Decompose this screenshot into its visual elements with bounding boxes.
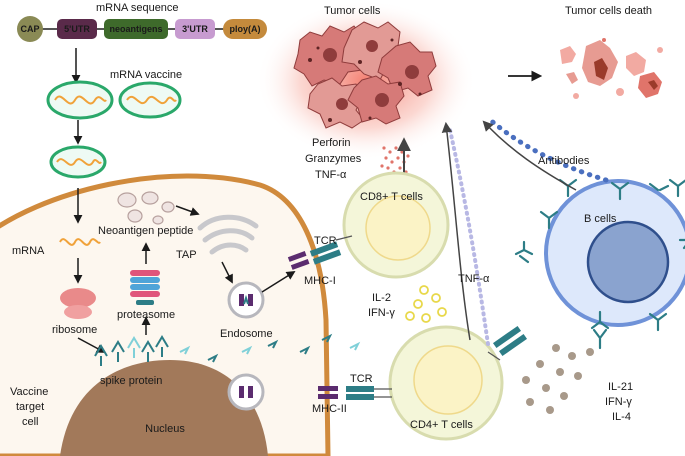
b-cells-label: B cells bbox=[584, 213, 617, 225]
endoplasmic-reticulum bbox=[197, 214, 259, 255]
cd4-to-tumor-arrow bbox=[441, 121, 471, 341]
cap-label: CAP bbox=[20, 24, 39, 34]
polya-segment bbox=[223, 19, 267, 39]
cd8-t-cells-label: CD8+ T cells bbox=[360, 191, 423, 203]
5utr-label: 5'UTR bbox=[64, 24, 90, 34]
free-antibodies bbox=[514, 240, 608, 350]
mrna-vaccine-particle-1 bbox=[46, 80, 114, 120]
tcr-mhc-ii-complex bbox=[318, 386, 392, 400]
ribosome-label: ribosome bbox=[52, 324, 97, 336]
tcr-top-label: TCR bbox=[314, 235, 337, 247]
ifn-gamma-b-label: IFN-γ bbox=[605, 396, 632, 408]
antibody-cluster-top bbox=[610, 181, 660, 201]
cd4-t-cells-label: CD4+ T cells bbox=[410, 419, 473, 431]
3utr-label: 3'UTR bbox=[182, 24, 208, 34]
cd4-b-cell-link bbox=[487, 325, 528, 361]
neoantigens-segment bbox=[104, 19, 168, 39]
b-cell-cytokines bbox=[522, 344, 594, 414]
tumor-cells-label: Tumor cells bbox=[324, 5, 381, 17]
tnf-alpha-dots bbox=[448, 128, 490, 346]
mrna-sequence: mRNA sequence CAP 5'UTR neoantigens 3'UT… bbox=[17, 2, 267, 42]
neoantigens-label: neoantigens bbox=[109, 24, 162, 34]
b-cell-to-tumor-arrow bbox=[482, 120, 577, 191]
vaccine-target-cell-label-2: target bbox=[16, 401, 44, 413]
tnf-alpha-cd4-label: TNF-α bbox=[458, 273, 490, 285]
il-4-label: IL-4 bbox=[612, 411, 631, 423]
tcr-bottom-label: TCR bbox=[350, 373, 373, 385]
mhc-ii-label: MHC-II bbox=[312, 403, 347, 415]
vaccine-target-cell-label-3: cell bbox=[22, 416, 39, 428]
granzymes-label: Granzymes bbox=[305, 153, 362, 165]
endosome bbox=[227, 281, 265, 319]
tnf-alpha-cd8-label: TNF-α bbox=[315, 169, 347, 181]
antibodies-dots bbox=[485, 115, 609, 183]
ifn-gamma-label: IFN-γ bbox=[368, 307, 395, 319]
mhc-i-label: MHC-I bbox=[304, 275, 336, 287]
5utr-segment bbox=[57, 19, 97, 39]
nucleus-label: Nucleus bbox=[145, 423, 185, 435]
cd8-t-cell bbox=[342, 171, 450, 279]
cd4-t-cell bbox=[388, 325, 504, 441]
tumor-cell-cluster bbox=[293, 21, 437, 129]
mrna-vaccine-particle-entering bbox=[49, 145, 107, 179]
il-2-label: IL-2 bbox=[372, 292, 391, 304]
polya-label: ploy(A) bbox=[230, 24, 261, 34]
b-cell bbox=[544, 179, 685, 327]
cap-segment bbox=[17, 16, 43, 42]
mrna-strand bbox=[59, 238, 101, 246]
spike-protein-cluster bbox=[94, 335, 169, 366]
3utr-segment bbox=[175, 19, 215, 39]
il2-ifn-cytokines bbox=[405, 285, 447, 323]
tcr-mhc-i-complex bbox=[287, 235, 353, 270]
tap-label: TAP bbox=[176, 249, 197, 261]
mrna-label: mRNA bbox=[12, 245, 45, 257]
floating-peptides bbox=[179, 333, 361, 363]
mrna-sequence-title: mRNA sequence bbox=[96, 2, 179, 14]
nucleus bbox=[60, 360, 268, 456]
neoantigen-peptides bbox=[117, 191, 175, 225]
neoantigen-peptide-label: Neoantigen peptide bbox=[98, 225, 193, 237]
endosome-mhc-ii bbox=[227, 373, 265, 411]
proteasome bbox=[130, 270, 160, 305]
proteasome-label: proteasome bbox=[117, 309, 175, 321]
mrna-vaccine-label: mRNA vaccine bbox=[110, 69, 182, 81]
spike-protein-label: spike protein bbox=[100, 375, 162, 387]
vaccine-target-cell-label-1: Vaccine bbox=[10, 386, 48, 398]
mrna-vaccine-particle-2 bbox=[118, 81, 182, 119]
antibodies-label: Antibodies bbox=[538, 155, 590, 167]
ribosome bbox=[60, 288, 96, 319]
endosome-label: Endosome bbox=[220, 328, 273, 340]
perforin-label: Perforin bbox=[312, 137, 351, 149]
il-21-label: IL-21 bbox=[608, 381, 633, 393]
dead-tumor-cells bbox=[560, 38, 663, 99]
tumor-cells-death-label: Tumor cells death bbox=[565, 5, 652, 17]
